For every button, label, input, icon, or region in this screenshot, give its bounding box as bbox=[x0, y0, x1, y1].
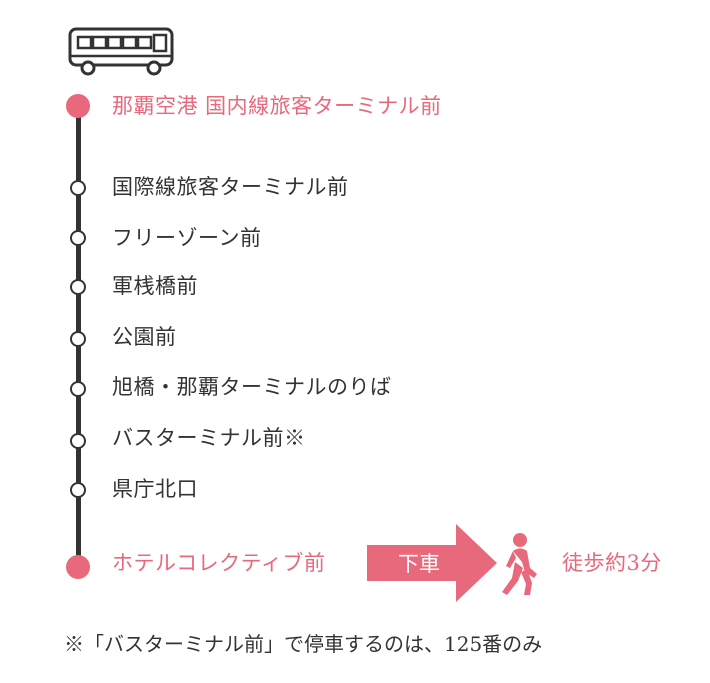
stop-label: フリーゾーン前 bbox=[112, 226, 262, 250]
stop-label: 軍桟橋前 bbox=[112, 274, 198, 298]
walk-time-label: 徒歩約3分 bbox=[562, 551, 662, 575]
stop-marker bbox=[70, 331, 86, 347]
stop-marker bbox=[70, 180, 86, 196]
stop-marker bbox=[70, 381, 86, 397]
destination-stop-marker bbox=[66, 555, 90, 579]
stop-marker bbox=[70, 482, 86, 498]
arrow-right-icon bbox=[367, 524, 497, 602]
stop-label: 県庁北口 bbox=[112, 477, 198, 501]
stop-marker bbox=[70, 279, 86, 295]
footnote: ※「バスターミナル前」で停車するのは、125番のみ bbox=[64, 632, 543, 656]
destination-stop-label: ホテルコレクティブ前 bbox=[112, 551, 326, 575]
walking-person-icon bbox=[502, 533, 537, 595]
origin-stop-marker bbox=[66, 94, 90, 118]
alight-label: 下車 bbox=[398, 552, 440, 576]
stop-marker bbox=[70, 230, 86, 246]
origin-stop-label: 那覇空港 国内線旅客ターミナル前 bbox=[112, 94, 442, 118]
bus-icon bbox=[68, 27, 174, 76]
stop-label: 公園前 bbox=[112, 325, 177, 349]
stop-label: バスターミナル前※ bbox=[112, 426, 306, 450]
stop-label: 旭橋・那覇ターミナルのりば bbox=[112, 375, 392, 399]
stop-label: 国際線旅客ターミナル前 bbox=[112, 175, 349, 199]
stop-marker bbox=[70, 433, 86, 449]
